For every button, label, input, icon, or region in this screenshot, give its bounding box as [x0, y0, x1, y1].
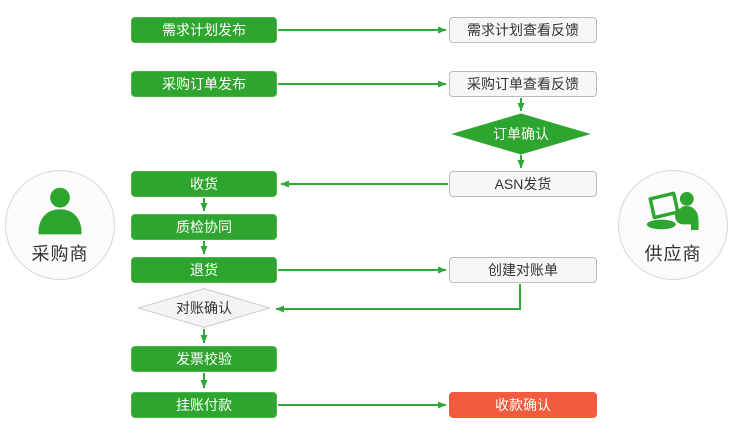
- supplier-label: 供应商: [644, 244, 702, 264]
- decision-label: 订单确认: [493, 126, 549, 142]
- decision-order-confirm: 订单确认: [451, 113, 591, 155]
- step-demand-plan-publish: 需求计划发布: [131, 17, 277, 43]
- edge-statement-to-reconciliation: [275, 284, 521, 313]
- step-demand-plan-view-feedback: 需求计划查看反馈: [449, 17, 597, 43]
- step-po-publish: 采购订单发布: [131, 71, 277, 97]
- buyer-person-icon: [38, 187, 82, 235]
- step-return-goods: 退货: [131, 257, 277, 283]
- step-invoice-verification: 发票校验: [131, 346, 277, 372]
- step-collection-confirm: 收款确认: [449, 392, 597, 418]
- step-asn-shipment: ASN发货: [449, 171, 597, 197]
- supplier-person-laptop-icon: [646, 191, 699, 230]
- step-booked-payment: 挂账付款: [131, 392, 277, 418]
- step-create-statement: 创建对账单: [449, 257, 597, 283]
- actor-supplier: 供应商: [618, 170, 728, 280]
- decision-reconciliation-confirm: 对账确认: [136, 287, 272, 329]
- actor-buyer: 采购商: [5, 170, 115, 280]
- diamond-shape: [136, 287, 272, 329]
- decision-label: 对账确认: [176, 300, 232, 316]
- buyer-label: 采购商: [31, 244, 89, 264]
- step-po-view-feedback: 采购订单查看反馈: [449, 71, 597, 97]
- step-receive-goods: 收货: [131, 171, 277, 197]
- step-quality-collaboration: 质检协同: [131, 214, 277, 240]
- diamond-shape: [451, 113, 591, 155]
